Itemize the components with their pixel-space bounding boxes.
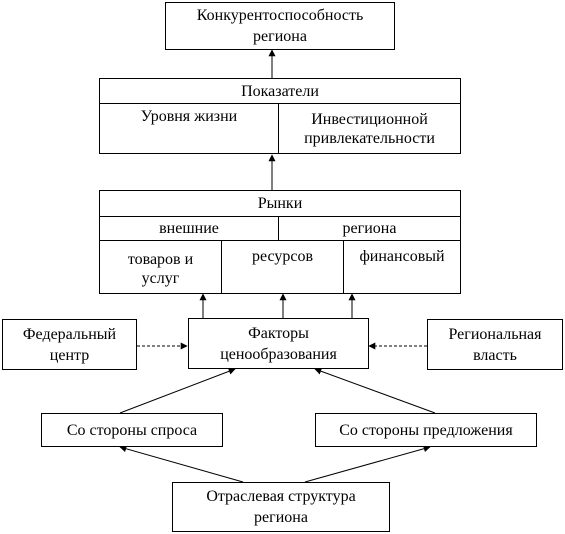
arrow-sector-to-supply [304,445,431,483]
indicators-title: Показатели [241,82,319,100]
regional-power-box: Региональная власть [427,319,563,370]
demand-side-box: Со стороны спроса [41,413,223,447]
pricing-factors-box: Факторы ценообразования [188,318,369,369]
competitiveness-line1: Конкурентоспособность [196,7,364,24]
indicators-divider [100,103,460,104]
markets-title: Рынки [257,195,303,212]
external-markets-cell: внешние [159,220,219,237]
markets-divider-2 [100,240,460,241]
federal-center-box: Федеральный центр [2,319,137,370]
markets-divider-1 [100,216,460,217]
competitiveness-line2: региона [253,28,307,45]
competitiveness-box: Конкурентоспособность региона [165,2,395,50]
arrow-sector-to-demand [119,445,244,483]
financial-market-cell: финансовый [359,248,445,265]
goods-services-market-cell: товаров и услуг [127,251,194,287]
living-standards-cell: Уровня жизни [140,108,238,125]
supply-side-box: Со стороны предложения [315,413,537,447]
markets-column-divider-a [221,241,222,293]
arrow-supply-to-factors [314,367,436,414]
investment-attractiveness-cell: Инвестиционной привлекательности [304,111,435,147]
markets-column-divider-b [343,241,344,293]
indicators-column-divider [278,103,279,153]
indicators-box: Показатели Уровня жизни Инвестиционной п… [99,78,461,154]
resources-market-cell: ресурсов [251,248,314,265]
regional-markets-cell: региона [342,220,397,237]
markets-box: Рынки внешние региона товаров и услуг ре… [99,190,461,294]
sector-structure-box: Отраслевая структура региона [172,482,390,532]
arrow-demand-to-factors [119,367,236,414]
markets-column-divider-top [278,217,279,240]
